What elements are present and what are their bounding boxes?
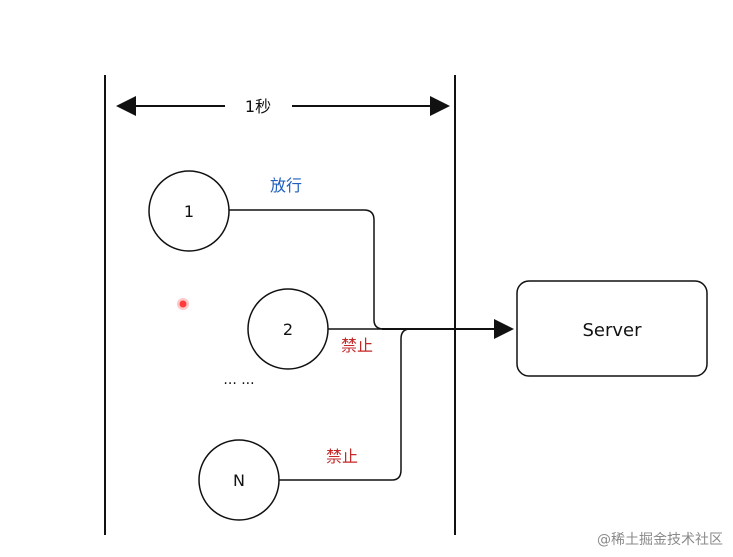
ellipsis-label: ... ... bbox=[223, 372, 254, 388]
deny-label-node2: 禁止 bbox=[341, 336, 373, 355]
request-node-1 bbox=[148, 170, 230, 252]
request-node-n-label: N bbox=[233, 471, 245, 490]
connector-noden-to-server bbox=[279, 328, 411, 481]
server-label: Server bbox=[582, 320, 642, 341]
server-box bbox=[516, 280, 708, 377]
footer-watermark-text: @稀土掘金技术社区 bbox=[597, 532, 723, 548]
deny-label-noden: 禁止 bbox=[326, 447, 358, 466]
allow-label: 放行 bbox=[270, 176, 302, 195]
footer-watermark: @稀土掘金技术社区 bbox=[597, 529, 723, 549]
request-node-1-label: 1 bbox=[184, 202, 194, 221]
time-window-label: 1秒 bbox=[245, 97, 271, 116]
request-node-2-label: 2 bbox=[283, 320, 293, 339]
pointer-dot bbox=[179, 300, 187, 308]
